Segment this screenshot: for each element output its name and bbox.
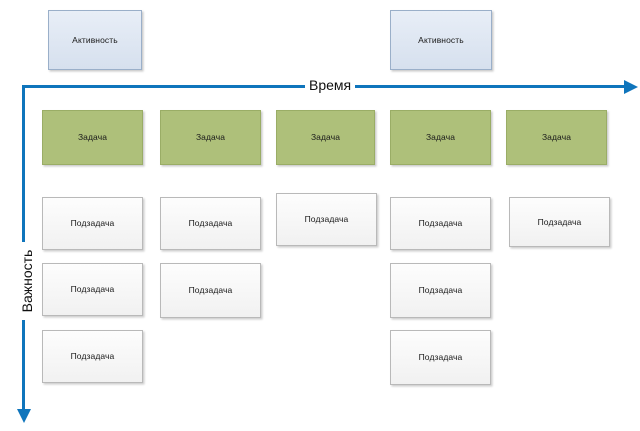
task-box[interactable]: Задача xyxy=(42,110,143,165)
subtask-box[interactable]: Подзадача xyxy=(160,263,261,318)
activity-box[interactable]: Активность xyxy=(48,10,142,70)
importance-axis-arrowhead-icon xyxy=(16,409,31,423)
task-box-label: Задача xyxy=(310,132,341,143)
task-box[interactable]: Задача xyxy=(276,110,375,165)
subtask-box-label: Подзадача xyxy=(537,216,582,227)
time-axis-arrowhead-icon xyxy=(624,79,638,94)
activity-box-label: Активность xyxy=(72,34,118,45)
task-box-label: Задача xyxy=(77,132,108,143)
subtask-box-label: Подзадача xyxy=(70,351,115,362)
subtask-box-label: Подзадача xyxy=(418,218,463,229)
subtask-box[interactable]: Подзадача xyxy=(42,330,143,383)
subtask-box[interactable]: Подзадача xyxy=(390,330,491,385)
importance-axis-label: Важность xyxy=(19,242,35,320)
subtask-box[interactable]: Подзадача xyxy=(42,263,143,316)
subtask-box-label: Подзадача xyxy=(188,218,233,229)
subtask-box-label: Подзадача xyxy=(70,284,115,295)
task-box-label: Задача xyxy=(541,132,572,143)
subtask-box[interactable]: Подзадача xyxy=(390,263,491,318)
task-box[interactable]: Задача xyxy=(506,110,607,165)
task-box[interactable]: Задача xyxy=(390,110,491,165)
task-box-label: Задача xyxy=(425,132,456,143)
task-box[interactable]: Задача xyxy=(160,110,261,165)
subtask-box-label: Подзадача xyxy=(70,218,115,229)
task-box-label: Задача xyxy=(195,132,226,143)
subtask-box-label: Подзадача xyxy=(188,285,233,296)
subtask-box[interactable]: Подзадача xyxy=(276,193,377,246)
subtask-box[interactable]: Подзадача xyxy=(390,197,491,250)
subtask-box[interactable]: Подзадача xyxy=(160,197,261,250)
subtask-box-label: Подзадача xyxy=(418,352,463,363)
subtask-box[interactable]: Подзадача xyxy=(509,197,610,247)
subtask-box-label: Подзадача xyxy=(418,285,463,296)
subtask-box-label: Подзадача xyxy=(304,214,349,225)
activity-box-label: Активность xyxy=(418,34,464,45)
activity-box[interactable]: Активность xyxy=(390,10,492,70)
subtask-box[interactable]: Подзадача xyxy=(42,197,143,250)
time-axis-label: Время xyxy=(305,77,356,93)
